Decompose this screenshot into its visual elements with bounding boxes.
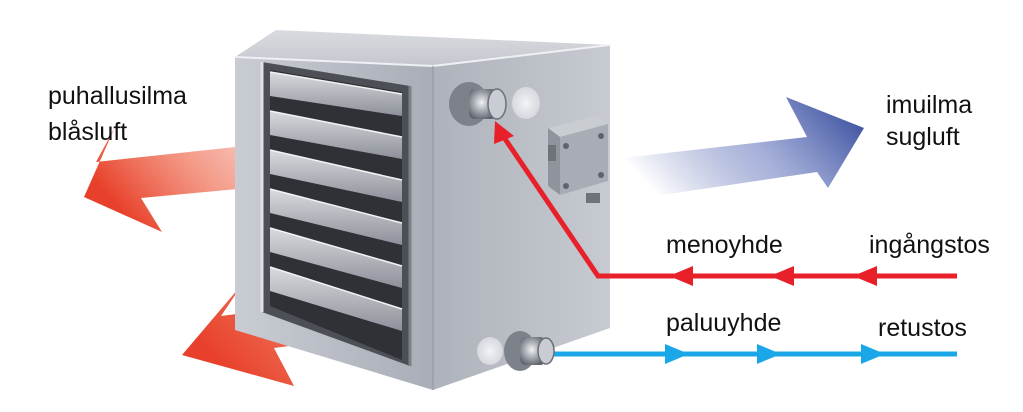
flow-pipe bbox=[494, 121, 957, 286]
intake-air-label-sv: sugluft bbox=[886, 123, 960, 151]
junction-box-icon bbox=[548, 116, 608, 203]
louver-slat-edge bbox=[269, 188, 403, 224]
louver-slat-edge bbox=[269, 266, 403, 310]
louver-slat bbox=[270, 72, 402, 116]
louver-slat bbox=[270, 228, 402, 288]
intake-air-label-fi: imuilma bbox=[886, 91, 973, 119]
louver-slat-edge bbox=[269, 110, 403, 138]
blank-port-bottom bbox=[477, 337, 503, 365]
blank-port bbox=[512, 87, 540, 119]
pipe-connector-icon bbox=[449, 82, 507, 126]
intake-air-arrow bbox=[623, 97, 864, 200]
return-connection-label-fi: paluuyhde bbox=[666, 309, 782, 337]
return-pipe bbox=[548, 344, 957, 364]
return-connection-label-sv: retustos bbox=[878, 314, 967, 342]
louver-slat-edge bbox=[269, 227, 403, 267]
flow-connection-label-fi: menoyhde bbox=[666, 231, 783, 259]
pipe-connector-icon bbox=[504, 331, 555, 371]
supply-air-label-fi: puhallusilma bbox=[48, 82, 187, 110]
louver-slat bbox=[270, 267, 402, 331]
supply-air-label-sv: blåsluft bbox=[48, 118, 128, 146]
louver-slat bbox=[270, 111, 402, 159]
louver-slat-edge bbox=[269, 71, 403, 95]
louver-slat-edge bbox=[269, 149, 403, 181]
flow-connection-label-sv: ingångstos bbox=[869, 231, 990, 259]
louver-slat bbox=[270, 189, 402, 245]
louver-slats bbox=[269, 71, 403, 331]
louver-slat bbox=[270, 150, 402, 202]
louver-grille bbox=[260, 62, 412, 366]
